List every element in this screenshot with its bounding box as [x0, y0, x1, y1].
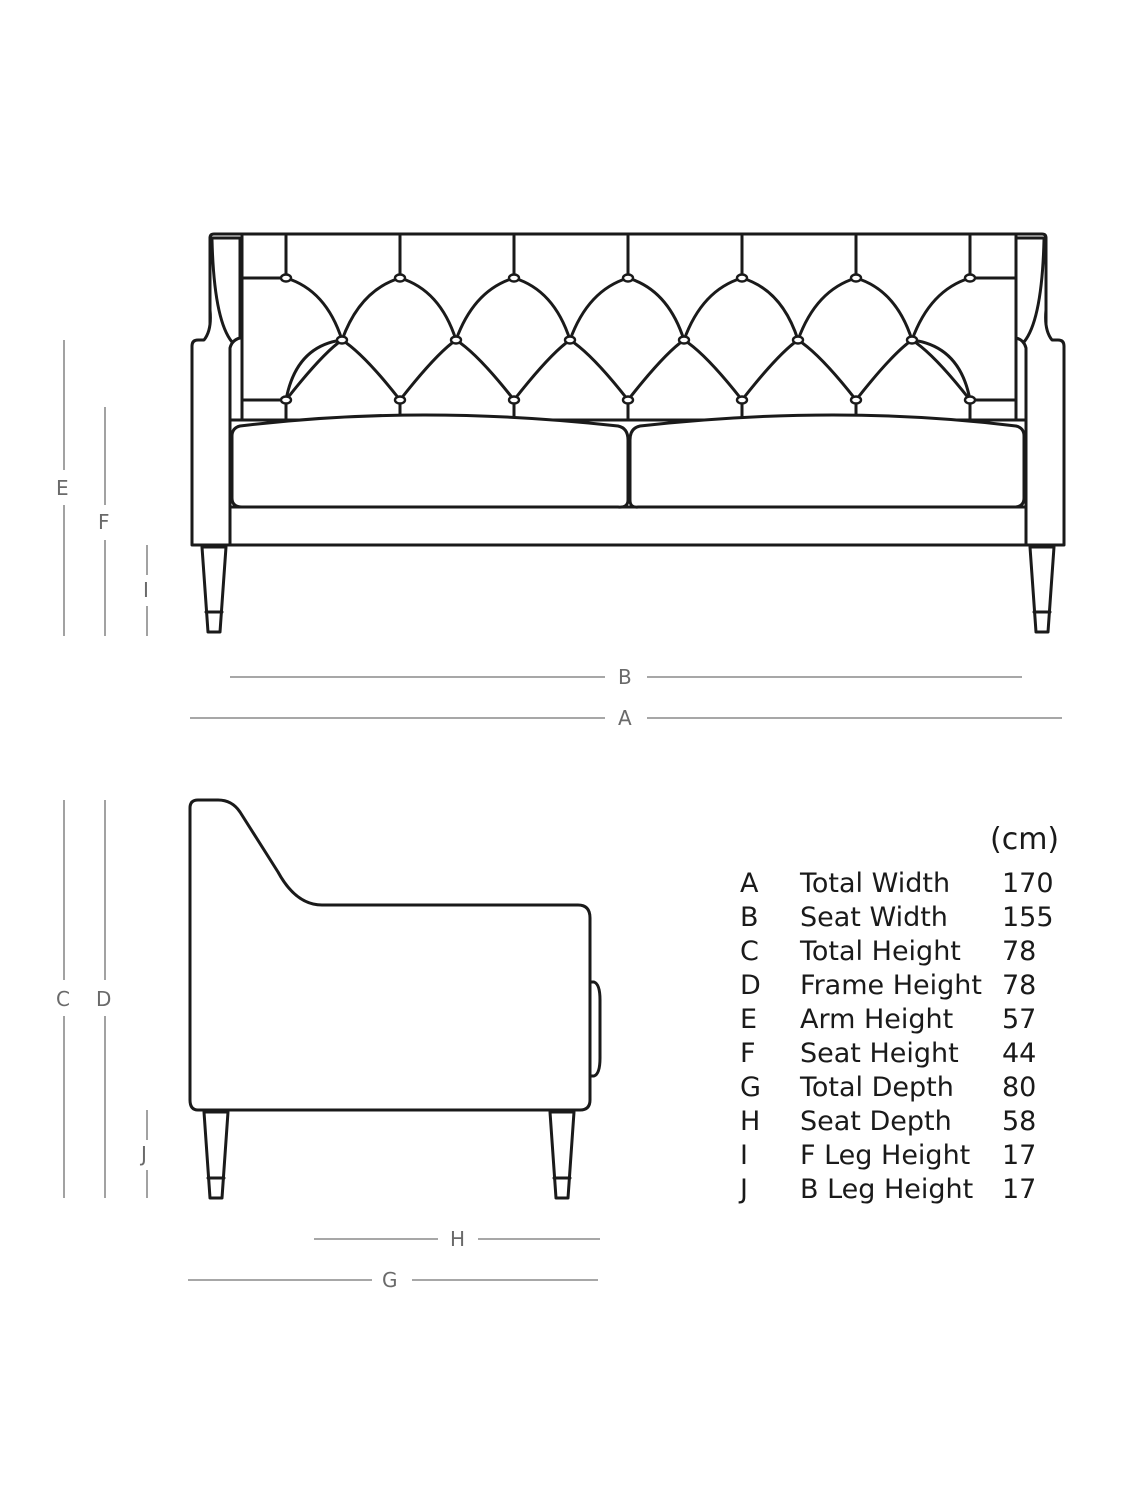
- spec-name: Seat Depth: [800, 1106, 952, 1137]
- dim-label-f: F: [98, 510, 110, 534]
- tuft-arc: [910, 276, 972, 342]
- side-back-leg: [548, 1110, 576, 1200]
- tuft-button: [449, 335, 463, 345]
- tuft-button: [735, 273, 749, 283]
- front-right-cushion: [628, 413, 1026, 509]
- front-dimensions: E F I B A: [56, 340, 1062, 730]
- dim-label-h: H: [450, 1227, 465, 1251]
- spec-letter: I: [740, 1140, 748, 1171]
- front-left-arm-curve: [210, 238, 234, 344]
- tuft-button: [849, 395, 863, 405]
- dim-label-a: A: [618, 706, 632, 730]
- dim-label-g: G: [382, 1268, 398, 1292]
- dim-label-b: B: [618, 665, 632, 689]
- spec-name: Total Depth: [800, 1072, 954, 1103]
- spec-letter: E: [740, 1004, 758, 1035]
- tuft-arc: [284, 338, 344, 402]
- spec-letter: B: [740, 902, 759, 933]
- spec-unit-label: (cm): [990, 822, 1060, 857]
- spec-name: Seat Height: [800, 1038, 959, 1069]
- spec-name: F Leg Height: [800, 1140, 971, 1171]
- front-base-rail: [228, 505, 1028, 547]
- tuft-button: [963, 395, 977, 405]
- dim-label-d: D: [96, 987, 111, 1011]
- spec-name: Total Width: [800, 868, 951, 899]
- spec-value: 80: [1002, 1072, 1037, 1103]
- tuft-arc: [854, 276, 914, 342]
- side-body: [188, 798, 592, 1112]
- tuft-button: [791, 335, 805, 345]
- tufting-pattern: [240, 234, 1018, 422]
- tuft-button: [507, 273, 521, 283]
- spec-letter: C: [740, 936, 759, 967]
- tuft-arc: [340, 276, 402, 342]
- side-back-cushion: [588, 980, 602, 1078]
- tuft-arc: [740, 276, 800, 342]
- spec-letter: J: [740, 1174, 748, 1205]
- spec-value: 17: [1002, 1174, 1037, 1205]
- front-left-cushion: [230, 413, 630, 509]
- side-view: [188, 798, 602, 1200]
- tuft-button: [963, 273, 977, 283]
- tuft-arc: [512, 276, 572, 342]
- front-right-leg: [1028, 545, 1056, 634]
- tuft-button: [621, 273, 635, 283]
- tuft-button: [563, 335, 577, 345]
- spec-letter: A: [740, 868, 759, 899]
- spec-value: 44: [1002, 1038, 1037, 1069]
- front-right-arm: [1014, 236, 1066, 547]
- tuft-arc: [796, 276, 858, 342]
- dim-label-i: I: [143, 578, 149, 602]
- spec-name: B Leg Height: [800, 1174, 974, 1205]
- tuft-arc: [682, 276, 744, 342]
- spec-value: 78: [1002, 936, 1037, 967]
- front-view: [190, 232, 1066, 634]
- tuft-arc: [284, 276, 344, 342]
- spec-name: Frame Height: [800, 970, 982, 1001]
- spec-name: Arm Height: [800, 1004, 954, 1035]
- spec-value: 170: [1002, 868, 1054, 899]
- tuft-button: [393, 395, 407, 405]
- tuft-arc: [910, 338, 972, 402]
- spec-letter: H: [740, 1106, 761, 1137]
- tuft-button: [677, 335, 691, 345]
- side-dimensions: C D J H G: [56, 800, 600, 1292]
- tuft-button: [849, 273, 863, 283]
- spec-value: 155: [1002, 902, 1054, 933]
- tuft-button: [335, 335, 349, 345]
- spec-name: Total Height: [800, 936, 961, 967]
- spec-value: 17: [1002, 1140, 1037, 1171]
- tuft-button: [393, 273, 407, 283]
- dim-label-e: E: [56, 476, 69, 500]
- spec-value: 57: [1002, 1004, 1037, 1035]
- tuft-arc: [626, 276, 686, 342]
- tuft-button: [735, 395, 749, 405]
- spec-letter: D: [740, 970, 761, 1001]
- tuft-button: [507, 395, 521, 405]
- tuft-arc: [454, 276, 516, 342]
- front-left-arm: [190, 236, 242, 547]
- dim-label-c: C: [56, 987, 70, 1011]
- front-right-arm-curve: [1022, 238, 1046, 344]
- spec-letter: G: [740, 1072, 761, 1103]
- spec-value: 78: [1002, 970, 1037, 1001]
- tuft-button: [279, 273, 293, 283]
- side-front-leg: [202, 1110, 230, 1200]
- dim-label-j: J: [139, 1142, 147, 1166]
- front-left-leg: [200, 545, 228, 634]
- tuft-arc: [398, 276, 458, 342]
- tuft-arc: [568, 276, 630, 342]
- tuft-button: [905, 335, 919, 345]
- spec-name: Seat Width: [800, 902, 948, 933]
- tuft-button: [279, 395, 293, 405]
- spec-letter: F: [740, 1038, 756, 1069]
- spec-value: 58: [1002, 1106, 1037, 1137]
- tuft-button: [621, 395, 635, 405]
